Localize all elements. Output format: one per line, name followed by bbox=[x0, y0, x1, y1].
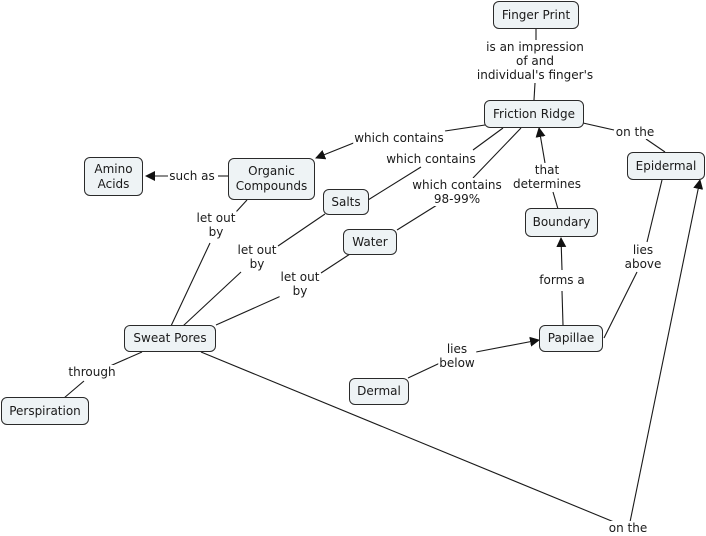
concept-label: Salts bbox=[331, 194, 361, 209]
link-line bbox=[475, 336, 540, 353]
link-line bbox=[367, 166, 422, 201]
concept-papillae[interactable]: Papillae bbox=[539, 325, 603, 352]
concept-label: Organic Compounds bbox=[235, 164, 308, 193]
concept-label: Papillae bbox=[547, 331, 595, 345]
concept-sweat-pores[interactable]: Sweat Pores bbox=[124, 325, 216, 352]
link-line bbox=[320, 253, 351, 274]
concept-amino-acids[interactable]: Amino Acids bbox=[84, 157, 143, 196]
link-phrase-on-the[interactable]: on the bbox=[607, 521, 649, 535]
link-line bbox=[170, 242, 211, 327]
concept-organic-compounds[interactable]: Organic Compounds bbox=[228, 158, 315, 200]
link-phrase-through[interactable]: through bbox=[67, 365, 117, 379]
link-line bbox=[582, 122, 615, 131]
concept-perspiration[interactable]: Perspiration bbox=[1, 397, 89, 425]
concept-salts[interactable]: Salts bbox=[323, 189, 369, 215]
link-line bbox=[200, 351, 615, 523]
link-line bbox=[277, 213, 326, 247]
concept-label: Finger Print bbox=[501, 7, 571, 22]
link-phrase-which-contains[interactable]: which contains bbox=[353, 131, 445, 145]
link-line bbox=[629, 179, 704, 523]
link-phrase-lies-below[interactable]: lies below bbox=[438, 342, 476, 370]
link-line bbox=[552, 191, 559, 210]
link-line bbox=[407, 362, 441, 379]
concept-label: Perspiration bbox=[9, 403, 81, 418]
link-phrase-let-out-by[interactable]: let out by bbox=[279, 270, 321, 298]
link-line bbox=[556, 237, 567, 271]
link-line bbox=[396, 204, 438, 231]
link-line bbox=[646, 179, 663, 243]
link-phrase-let-out-by[interactable]: let out by bbox=[236, 243, 278, 271]
concept-label: Boundary bbox=[532, 215, 591, 229]
link-phrase-on-the[interactable]: on the bbox=[614, 125, 656, 139]
link-line bbox=[63, 380, 85, 399]
concept-label: Water bbox=[352, 234, 388, 249]
concept-finger-print[interactable]: Finger Print bbox=[493, 1, 579, 29]
link-line bbox=[215, 295, 282, 326]
link-line bbox=[472, 127, 522, 179]
link-line bbox=[444, 124, 486, 132]
link-line bbox=[182, 271, 242, 327]
link-line bbox=[533, 82, 536, 101]
link-line bbox=[645, 138, 666, 153]
link-line bbox=[535, 127, 546, 164]
link-phrase-that-determines[interactable]: that determines bbox=[511, 163, 583, 191]
concept-water[interactable]: Water bbox=[343, 229, 397, 255]
concept-label: Dermal bbox=[357, 384, 401, 398]
link-phrase-forms-a[interactable]: forms a bbox=[538, 273, 586, 287]
concept-label: Epidermal bbox=[635, 158, 697, 173]
link-line bbox=[235, 199, 248, 213]
link-line bbox=[561, 290, 564, 326]
concept-label: Amino Acids bbox=[94, 161, 133, 191]
concept-friction-ridge[interactable]: Friction Ridge bbox=[484, 100, 584, 128]
concept-dermal[interactable]: Dermal bbox=[349, 378, 409, 405]
link-line bbox=[315, 141, 357, 160]
link-line bbox=[472, 127, 504, 151]
link-phrase-lies-above[interactable]: lies above bbox=[623, 243, 663, 271]
concept-label: Friction Ridge bbox=[493, 106, 575, 121]
link-line bbox=[603, 271, 638, 339]
link-phrase-let-out-by[interactable]: let out by bbox=[195, 211, 237, 239]
concept-epidermal[interactable]: Epidermal bbox=[627, 152, 705, 180]
link-phrase-which-contains[interactable]: which contains bbox=[385, 152, 477, 166]
concept-boundary[interactable]: Boundary bbox=[525, 208, 598, 237]
link-line bbox=[109, 351, 143, 367]
link-phrase-such-as[interactable]: such as bbox=[168, 169, 216, 183]
concept-label: Sweat Pores bbox=[133, 331, 207, 345]
link-phrase-impression[interactable]: is an impression of and individual's fin… bbox=[475, 40, 595, 82]
link-phrase-which-contains-98-99[interactable]: which contains 98-99% bbox=[411, 178, 503, 206]
